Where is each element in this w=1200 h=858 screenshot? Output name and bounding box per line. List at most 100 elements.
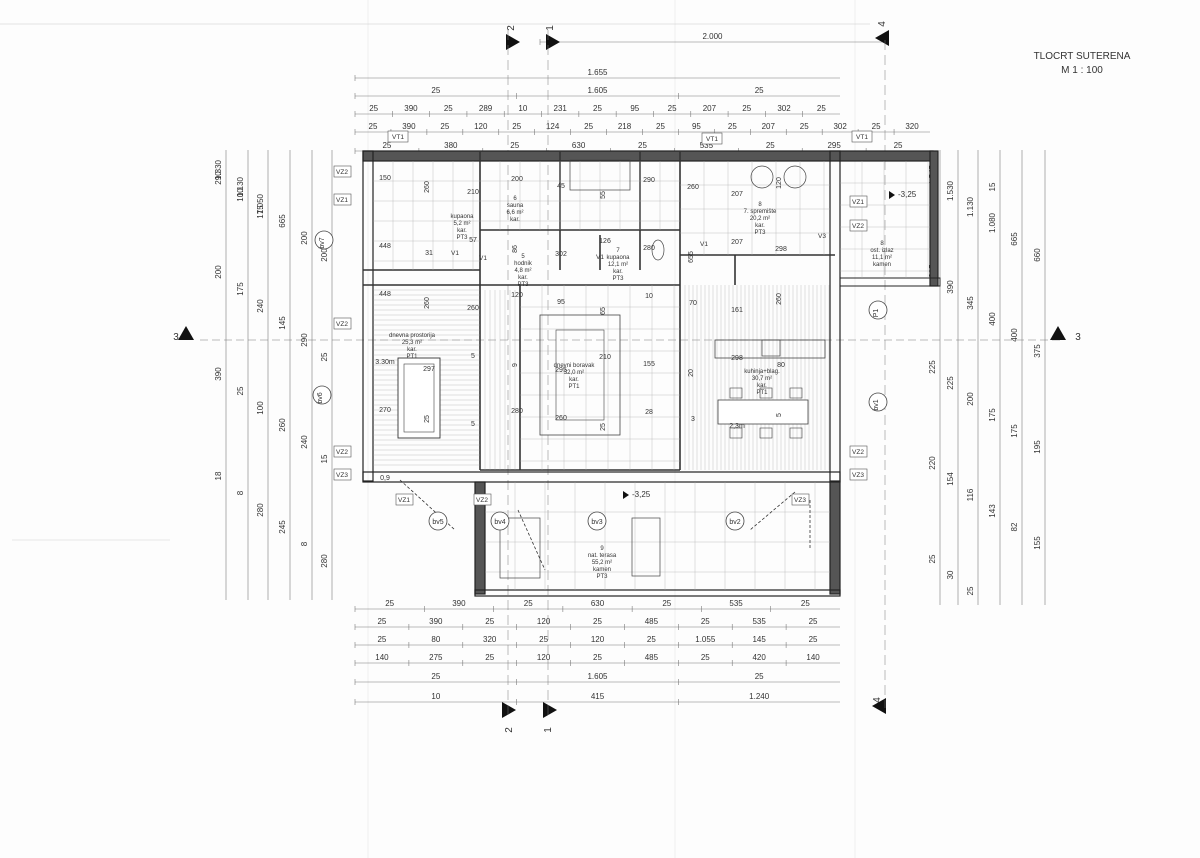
room-name: kuhinja+blag. <box>744 369 780 375</box>
dimension-label-bottom: 320 <box>483 635 497 644</box>
dining-chair <box>729 387 743 399</box>
dimension-label-bottom: 25 <box>539 635 548 644</box>
dimension-label-bottom: 25 <box>385 599 394 608</box>
dimension-label-left: 290 <box>300 333 309 347</box>
room-floor: kar. <box>757 383 767 389</box>
dimension-label-right: 660 <box>1033 248 1042 262</box>
inner-dimension-label: 28 <box>645 409 653 416</box>
dining-chair <box>729 427 743 439</box>
elevation-tag-circle <box>312 385 332 405</box>
dimension-label-bottom: 630 <box>591 599 605 608</box>
dimension-label-top: 207 <box>703 104 717 113</box>
room-code: PT1 <box>406 354 418 360</box>
elevation-tag: bv4 <box>494 519 505 526</box>
dimension-label-top: 207 <box>762 122 776 131</box>
inner-dimension-label: 260 <box>776 293 783 305</box>
elevation-tag: bv6 <box>317 392 324 403</box>
room-area: 32,0 m² <box>564 370 584 376</box>
elevation-tag-circle <box>428 511 448 531</box>
window-tag-box <box>333 317 352 330</box>
room-floor: kar. <box>407 347 417 353</box>
dimension-label-top: 124 <box>546 122 560 131</box>
dimension-label-bottom: 25 <box>431 672 440 681</box>
section-marker-label: 2 <box>504 727 515 733</box>
level-arrow-icon <box>889 191 895 199</box>
dimension-label-right: 155 <box>1033 536 1042 550</box>
dimension-label-left: 200 <box>300 231 309 245</box>
inner-dimension-label: 270 <box>379 407 391 414</box>
dimension-label-right: 390 <box>946 280 955 294</box>
room-number: 8 <box>880 241 884 247</box>
dimension-label-top: 1.655 <box>587 68 608 77</box>
window-tag-box <box>333 468 352 481</box>
dimension-label-top: 302 <box>833 122 847 131</box>
dimension-label-top: 320 <box>905 122 919 131</box>
plan-title: TLOCRT SUTERENA M 1 : 100 <box>1022 50 1142 78</box>
window-tag-box <box>849 219 868 232</box>
exterior-wall <box>362 150 374 482</box>
inner-dimension-label: 207 <box>731 239 743 246</box>
inner-dimension-label: 126 <box>599 238 611 245</box>
dimension-label-left: 25 <box>320 352 329 361</box>
inner-dimension-label: 260 <box>555 415 567 422</box>
dimension-label-right: 82 <box>1010 522 1019 531</box>
inner-dimension-label: 25 <box>600 423 607 431</box>
dimension-label-top: 10 <box>518 104 527 113</box>
room-name: nat. terasa <box>588 553 617 559</box>
inner-dimension-label: 260 <box>424 297 431 309</box>
window-tag-box <box>849 195 868 208</box>
dimension-label-left: 145 <box>278 316 287 330</box>
room-floor: kar. <box>613 269 623 275</box>
dimension-label-bottom: 390 <box>429 617 443 626</box>
room-area: 12,1 m² <box>608 262 628 268</box>
section-marker-top <box>506 34 520 50</box>
dimension-label-right: 175 <box>988 408 997 422</box>
dimension-label-bottom: 25 <box>755 672 764 681</box>
elevation-tag: P1 <box>873 309 880 318</box>
room-number: 7 <box>616 248 620 254</box>
inner-dimension-label: 298 <box>731 355 743 362</box>
dimension-label-right: 225 <box>946 376 955 390</box>
dimension-label-top: 1.605 <box>587 86 608 95</box>
section-marker-top <box>546 34 560 50</box>
dimension-label-bottom: 275 <box>429 653 443 662</box>
inner-dimension-label: 448 <box>379 291 391 298</box>
dimension-label-right: 375 <box>1033 344 1042 358</box>
room-floor: kar. <box>518 275 528 281</box>
inner-dimension-label: 86 <box>512 245 519 253</box>
room-area: 55,2 m² <box>592 560 612 566</box>
inner-dimension-label: 655 <box>688 251 695 263</box>
dimension-label-top: 2.000 <box>702 32 723 41</box>
dimension-label-left: 665 <box>278 214 287 228</box>
room-code: PT3 <box>754 230 766 236</box>
elevation-tag: bv5 <box>432 519 443 526</box>
window-tag: VZ2 <box>852 223 864 230</box>
section-marker-label: 1 <box>543 727 554 733</box>
dimension-label-right: 665 <box>1010 232 1019 246</box>
inner-dimension-label: 5 <box>471 421 475 428</box>
dimension-label-bottom: 535 <box>729 599 743 608</box>
inner-dimension-label: 290 <box>643 177 655 184</box>
dimension-label-right: 225 <box>928 360 937 374</box>
room-name: dnevna prostorija <box>389 333 436 339</box>
dimension-label-top: 25 <box>593 104 602 113</box>
dimension-label-bottom: 25 <box>485 653 494 662</box>
room-code: PT3 <box>517 282 529 288</box>
dimension-label-bottom: 420 <box>752 653 766 662</box>
room-code: PT1 <box>756 390 768 396</box>
dimension-label-left: 200 <box>320 248 329 262</box>
window-tag-box <box>849 445 868 458</box>
dimension-label-bottom: 25 <box>524 599 533 608</box>
dimension-label-bottom: 25 <box>801 599 810 608</box>
dining-chair <box>759 387 773 399</box>
exterior-wall <box>362 150 934 162</box>
dimension-label-left: 280 <box>256 503 265 517</box>
terrace-wall <box>829 481 841 595</box>
elevation-tag: bv3 <box>591 519 602 526</box>
dimension-label-top: 25 <box>584 122 593 131</box>
dimension-label-top: 25 <box>817 104 826 113</box>
dimension-label-left: 280 <box>320 554 329 568</box>
dimension-label-right: 175 <box>1010 424 1019 438</box>
room-area: 4,8 m² <box>514 268 531 274</box>
